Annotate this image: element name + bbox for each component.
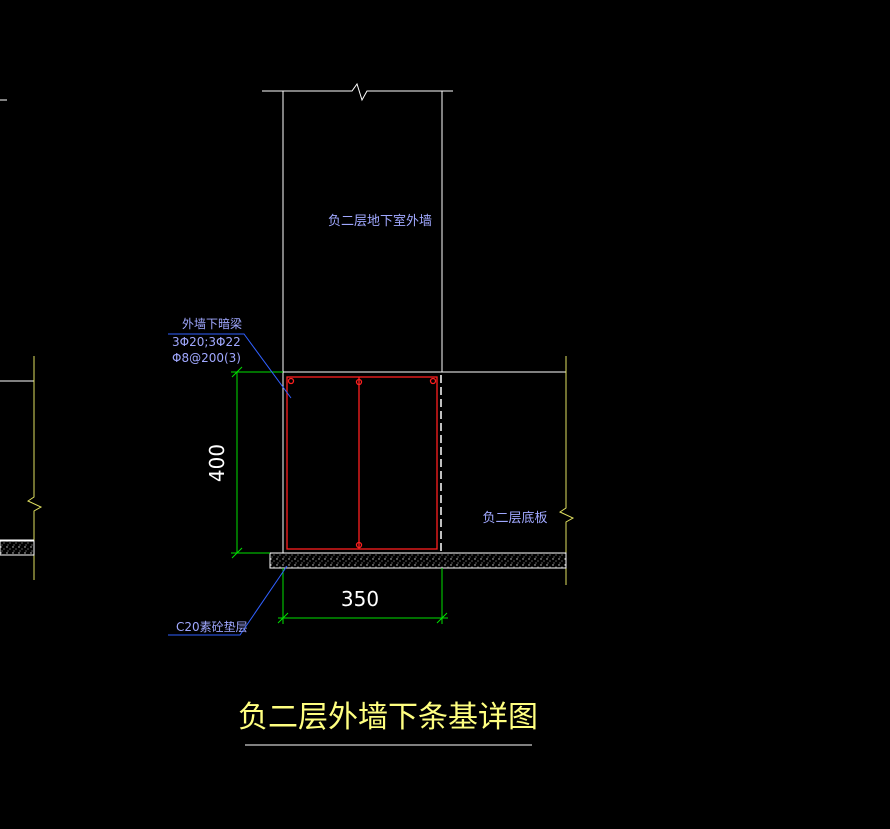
beam-note-line3: Φ8@200(3) xyxy=(172,351,241,365)
slab-label: 负二层底板 xyxy=(482,510,547,526)
left-partial-slab xyxy=(0,356,43,580)
width-dimension xyxy=(277,568,448,624)
beam-note-line2: 3Φ20;3Φ22 xyxy=(172,335,241,349)
width-dimension-label: 350 xyxy=(341,587,379,611)
basement-wall-outline xyxy=(262,82,566,553)
wall-label: 负二层地下室外墙 xyxy=(328,213,432,229)
c20-cushion-layer xyxy=(269,552,567,569)
height-dimension-label: 400 xyxy=(205,444,229,482)
cushion-label: C20素砼垫层 xyxy=(176,619,248,634)
height-dimension xyxy=(231,366,283,559)
drawing-title: 负二层外墙下条基详图 xyxy=(238,700,538,735)
rebar-cage xyxy=(286,376,438,550)
cushion-leader xyxy=(168,565,288,636)
beam-note-leader xyxy=(168,333,292,399)
beam-note-line1: 外墙下暗梁 xyxy=(182,316,242,331)
slab-right-break-line xyxy=(558,356,575,585)
